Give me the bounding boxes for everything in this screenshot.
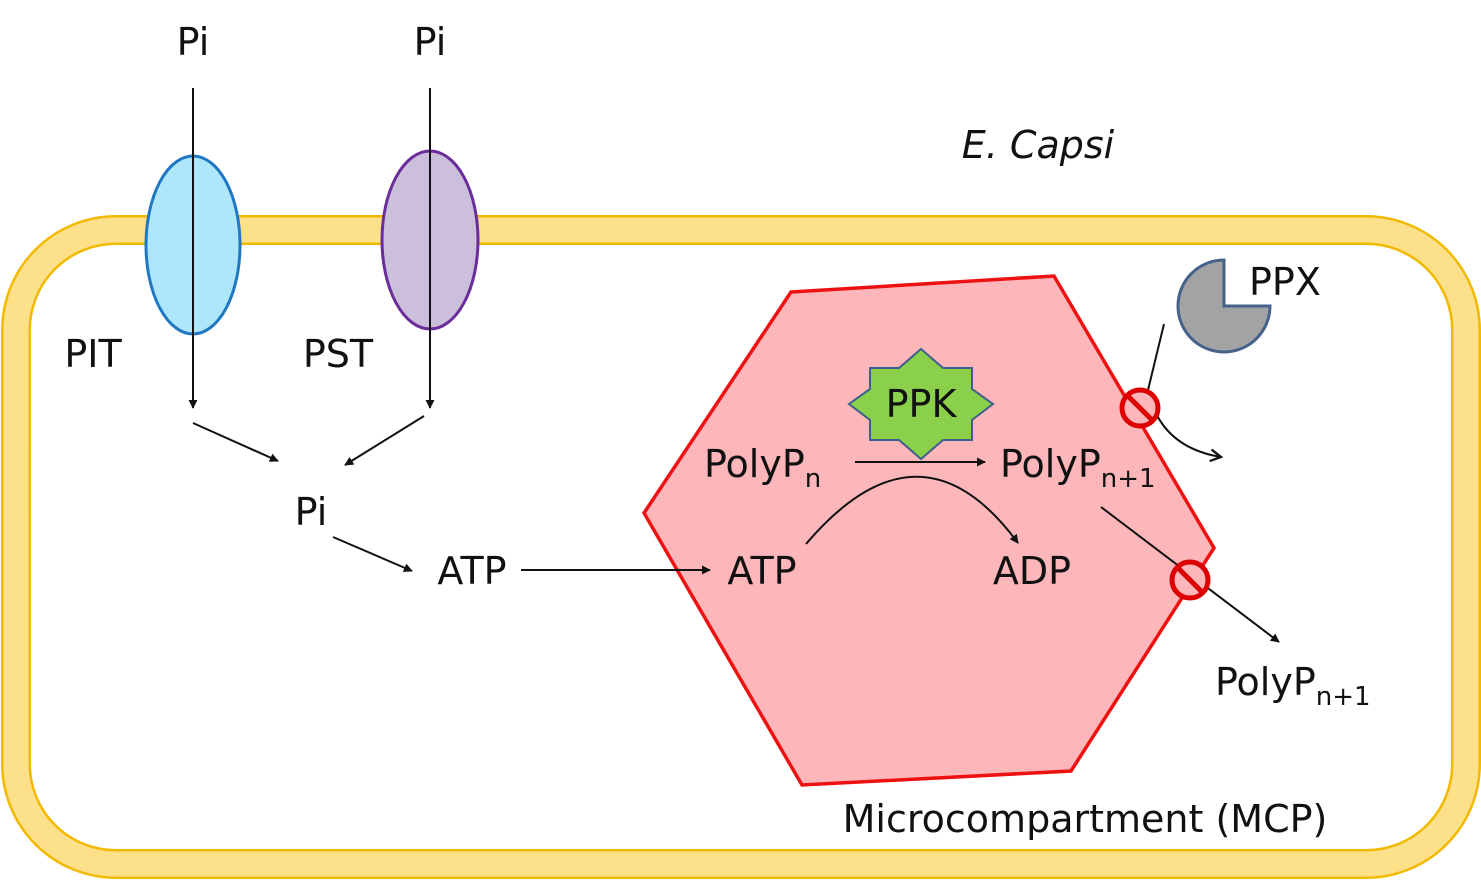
no-entry-icon — [1119, 387, 1161, 429]
adp-label: ADP — [993, 549, 1071, 593]
atp-mcp-label: ATP — [727, 549, 796, 593]
arrow-atp-to-adp — [805, 475, 1019, 545]
polyp-n-label: PolyPn — [704, 442, 821, 494]
ppk-label: PPK — [886, 382, 958, 426]
arrow-pi-to-atp — [332, 536, 413, 572]
organism-label: E. Capsi — [962, 123, 1115, 167]
pi-outside-left-label: Pi — [177, 20, 210, 64]
mcp-label: Microcompartment (MCP) — [843, 797, 1328, 841]
pi-cytoplasm-label: Pi — [295, 490, 328, 534]
atp-cytoplasm-label: ATP — [437, 549, 506, 593]
arrow-pit-to-pi — [192, 422, 279, 462]
no-entry-icon — [1169, 559, 1211, 601]
ppx-enzyme-shape — [1176, 258, 1272, 354]
pit-label: PIT — [64, 332, 122, 376]
microcompartment-shape — [641, 274, 1217, 787]
cell-membrane — [1, 215, 1481, 879]
polyp-exported-label: PolyPn+1 — [1215, 660, 1371, 712]
ppx-label: PPX — [1249, 260, 1321, 304]
ppk-star-shape — [847, 347, 995, 461]
pst-label: PST — [303, 332, 374, 376]
arrow-pst-to-pi — [344, 415, 425, 466]
pi-outside-right-label: Pi — [414, 20, 447, 64]
polyp-n1-label: PolyPn+1 — [1000, 442, 1156, 494]
